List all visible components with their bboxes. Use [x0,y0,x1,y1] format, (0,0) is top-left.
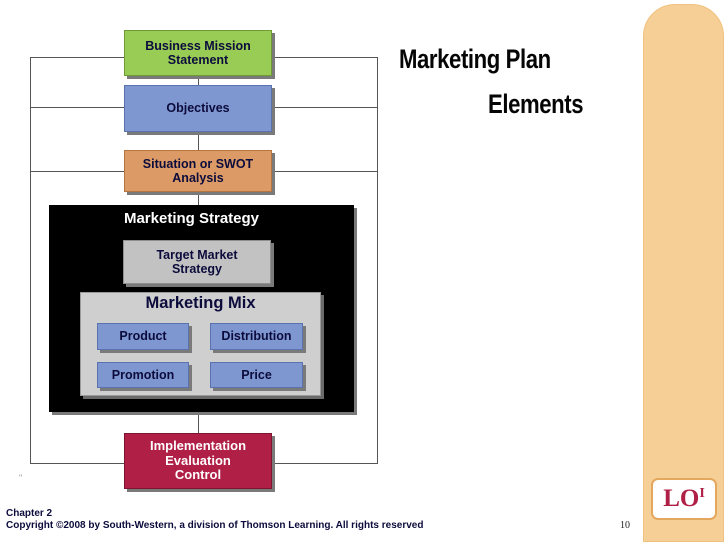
objectives-label: Objectives [166,101,230,116]
decorative-side-bar [641,2,726,544]
connector-vertical [198,76,199,207]
footer-chapter: Chapter 2 [6,508,53,519]
lo-sup: I [699,486,705,501]
connector-objectives-right [272,107,377,108]
price-box: Price [210,362,303,388]
promotion-box: Promotion [97,362,189,388]
business-mission-box: Business Mission Statement [124,30,272,76]
objectives-box: Objectives [124,85,272,132]
swot-analysis-box: Situation or SWOT Analysis [124,150,272,192]
promotion-label: Promotion [111,367,175,382]
impl-line-3: Control [174,467,222,483]
impl-line-1: Implementation [149,437,247,453]
connector-swot-right [272,171,377,172]
mission-line-1: Business Mission [145,38,251,53]
distribution-label: Distribution [221,329,292,344]
distribution-box: Distribution [210,323,303,350]
footer-copyright: Copyright ©2008 by South-Western, a divi… [6,520,424,531]
product-label: Product [119,329,167,344]
impl-line-2: Evaluation [165,452,231,468]
target-line-2: Strategy [171,262,222,276]
connector-vertical-bottom [198,410,199,434]
mission-line-2: Statement [167,53,229,67]
marketing-strategy-title: Marketing Strategy [123,210,260,227]
target-market-box: Target Market Strategy [123,240,271,284]
connector-objectives [30,107,124,108]
product-box: Product [97,323,189,350]
marketing-mix-title: Marketing Mix [145,294,256,312]
slide-title-line-2: Elements [488,89,584,119]
feedback-line-left [30,57,31,464]
slide-title-line-1: Marketing Plan [399,44,551,74]
lo-text: LO [663,485,700,512]
page-number: 10 [620,520,630,531]
swot-line-1: Situation or SWOT [142,156,254,171]
swot-line-2: Analysis [172,171,224,185]
target-line-1: Target Market [156,247,238,262]
implementation-box: Implementation Evaluation Control [124,433,272,489]
feedback-line-right [377,57,378,464]
connector-swot [30,171,124,172]
price-label: Price [241,367,272,382]
stray-mark: " [19,473,23,483]
